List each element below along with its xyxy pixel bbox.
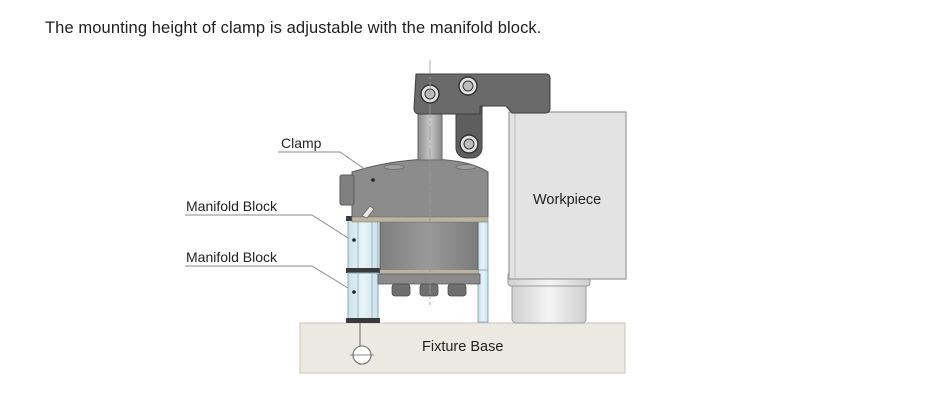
leader-lines: [185, 151, 367, 289]
fixture-base: [299, 322, 626, 374]
manifold-block-lower: [346, 272, 380, 323]
caption: The mounting height of clamp is adjustab…: [45, 19, 542, 37]
workpiece: [508, 111, 627, 280]
clamp-cylinder: [377, 221, 481, 297]
clamp-body: [339, 158, 489, 223]
workpiece-support: [507, 271, 591, 324]
workpiece-label: Workpiece: [533, 192, 601, 208]
manifold-block-upper: [346, 216, 380, 273]
manifold-block-upper-label: Manifold Block: [186, 198, 278, 214]
manifold-block-right: [477, 221, 489, 323]
fixture-base-label: Fixture Base: [422, 339, 503, 355]
clamp-label: Clamp: [281, 135, 322, 151]
manifold-block-lower-label: Manifold Block: [186, 249, 278, 265]
